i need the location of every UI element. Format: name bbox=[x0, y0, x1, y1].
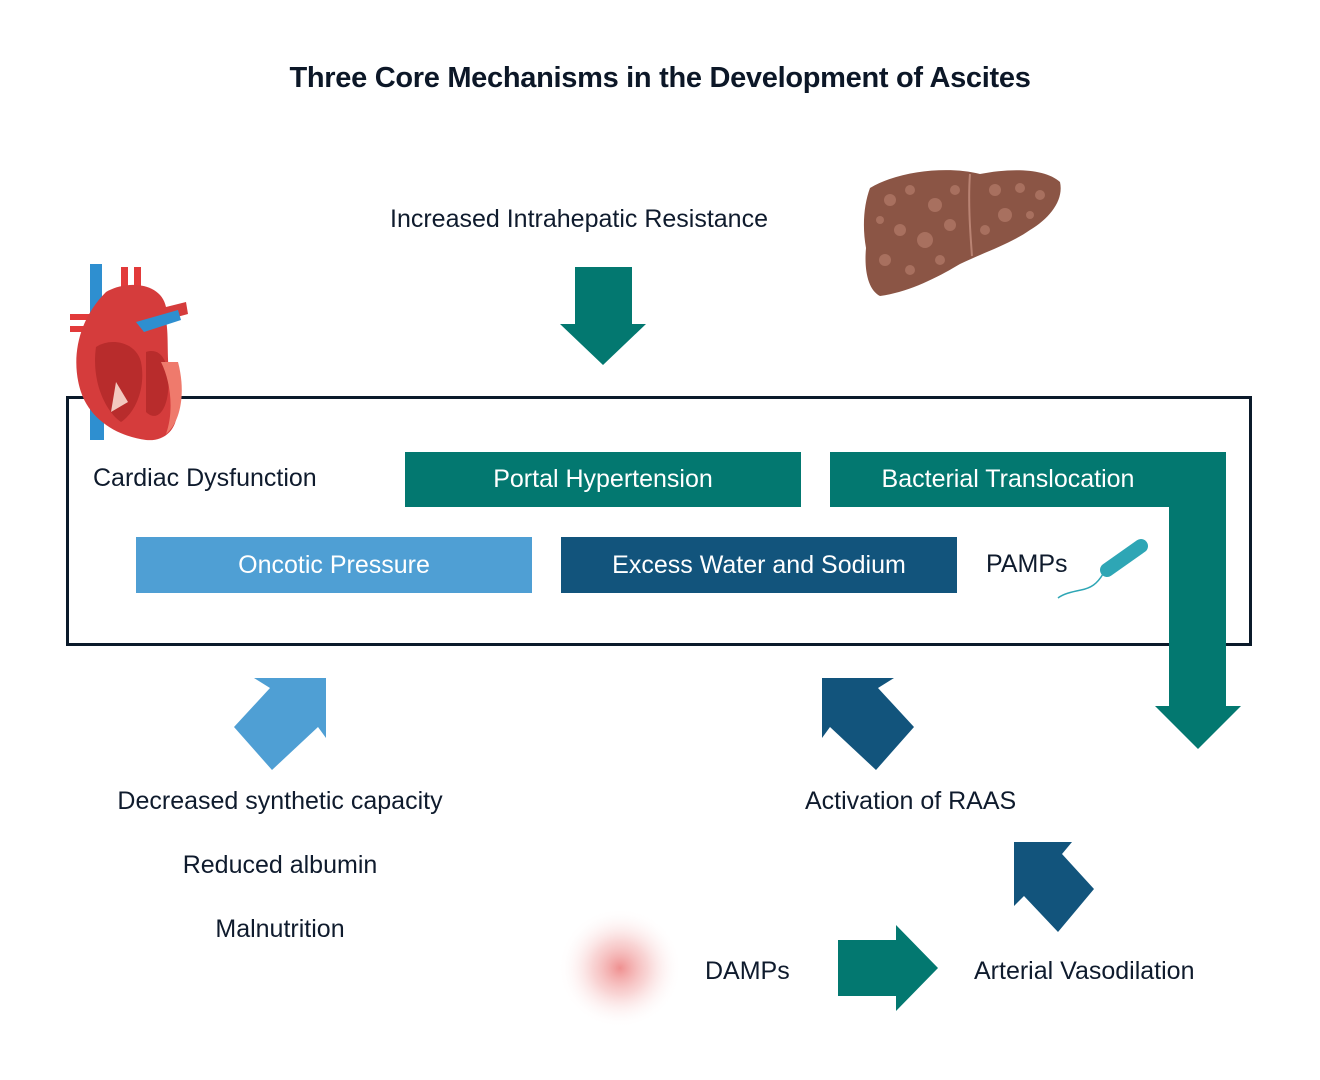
liver-icon bbox=[863, 170, 1061, 296]
intrahepatic-resistance-label: Increased Intrahepatic Resistance bbox=[390, 205, 768, 233]
up-left-arrow-raas bbox=[822, 678, 914, 770]
damps-label: DAMPs bbox=[705, 957, 790, 985]
diagram-title: Three Core Mechanisms in the Development… bbox=[289, 62, 1031, 94]
pamps-label: PAMPs bbox=[986, 550, 1068, 578]
cause-decreased-synthetic: Decreased synthetic capacity bbox=[117, 787, 443, 815]
bacterial-translocation-label: Bacterial Translocation bbox=[881, 465, 1135, 493]
cause-reduced-albumin: Reduced albumin bbox=[182, 851, 378, 879]
bacterium-icon bbox=[1057, 539, 1148, 599]
down-arrow-portal bbox=[560, 267, 646, 365]
portal-hypertension-box: Portal Hypertension bbox=[405, 452, 801, 507]
bacterial-translocation-arrow bbox=[830, 452, 1241, 749]
inflammation-glow-icon bbox=[558, 908, 682, 1028]
raas-label: Activation of RAAS bbox=[805, 787, 1017, 815]
excess-water-sodium-box: Excess Water and Sodium bbox=[561, 537, 957, 593]
right-arrow-damps bbox=[838, 925, 938, 1011]
heart-icon bbox=[70, 264, 188, 441]
oncotic-pressure-label: Oncotic Pressure bbox=[238, 550, 430, 579]
up-left-arrow-vasodilation bbox=[1014, 842, 1094, 932]
oncotic-pressure-box: Oncotic Pressure bbox=[136, 537, 532, 593]
bacterial-translocation-box: Bacterial Translocation bbox=[830, 452, 1186, 507]
cause-malnutrition: Malnutrition bbox=[215, 915, 345, 943]
excess-water-sodium-label: Excess Water and Sodium bbox=[612, 550, 906, 579]
up-right-arrow-oncotic bbox=[234, 678, 326, 770]
portal-hypertension-label: Portal Hypertension bbox=[493, 465, 713, 493]
mechanisms-frame bbox=[66, 396, 1252, 646]
arterial-vasodilation-label: Arterial Vasodilation bbox=[974, 957, 1195, 985]
cardiac-dysfunction-label: Cardiac Dysfunction bbox=[93, 464, 317, 492]
